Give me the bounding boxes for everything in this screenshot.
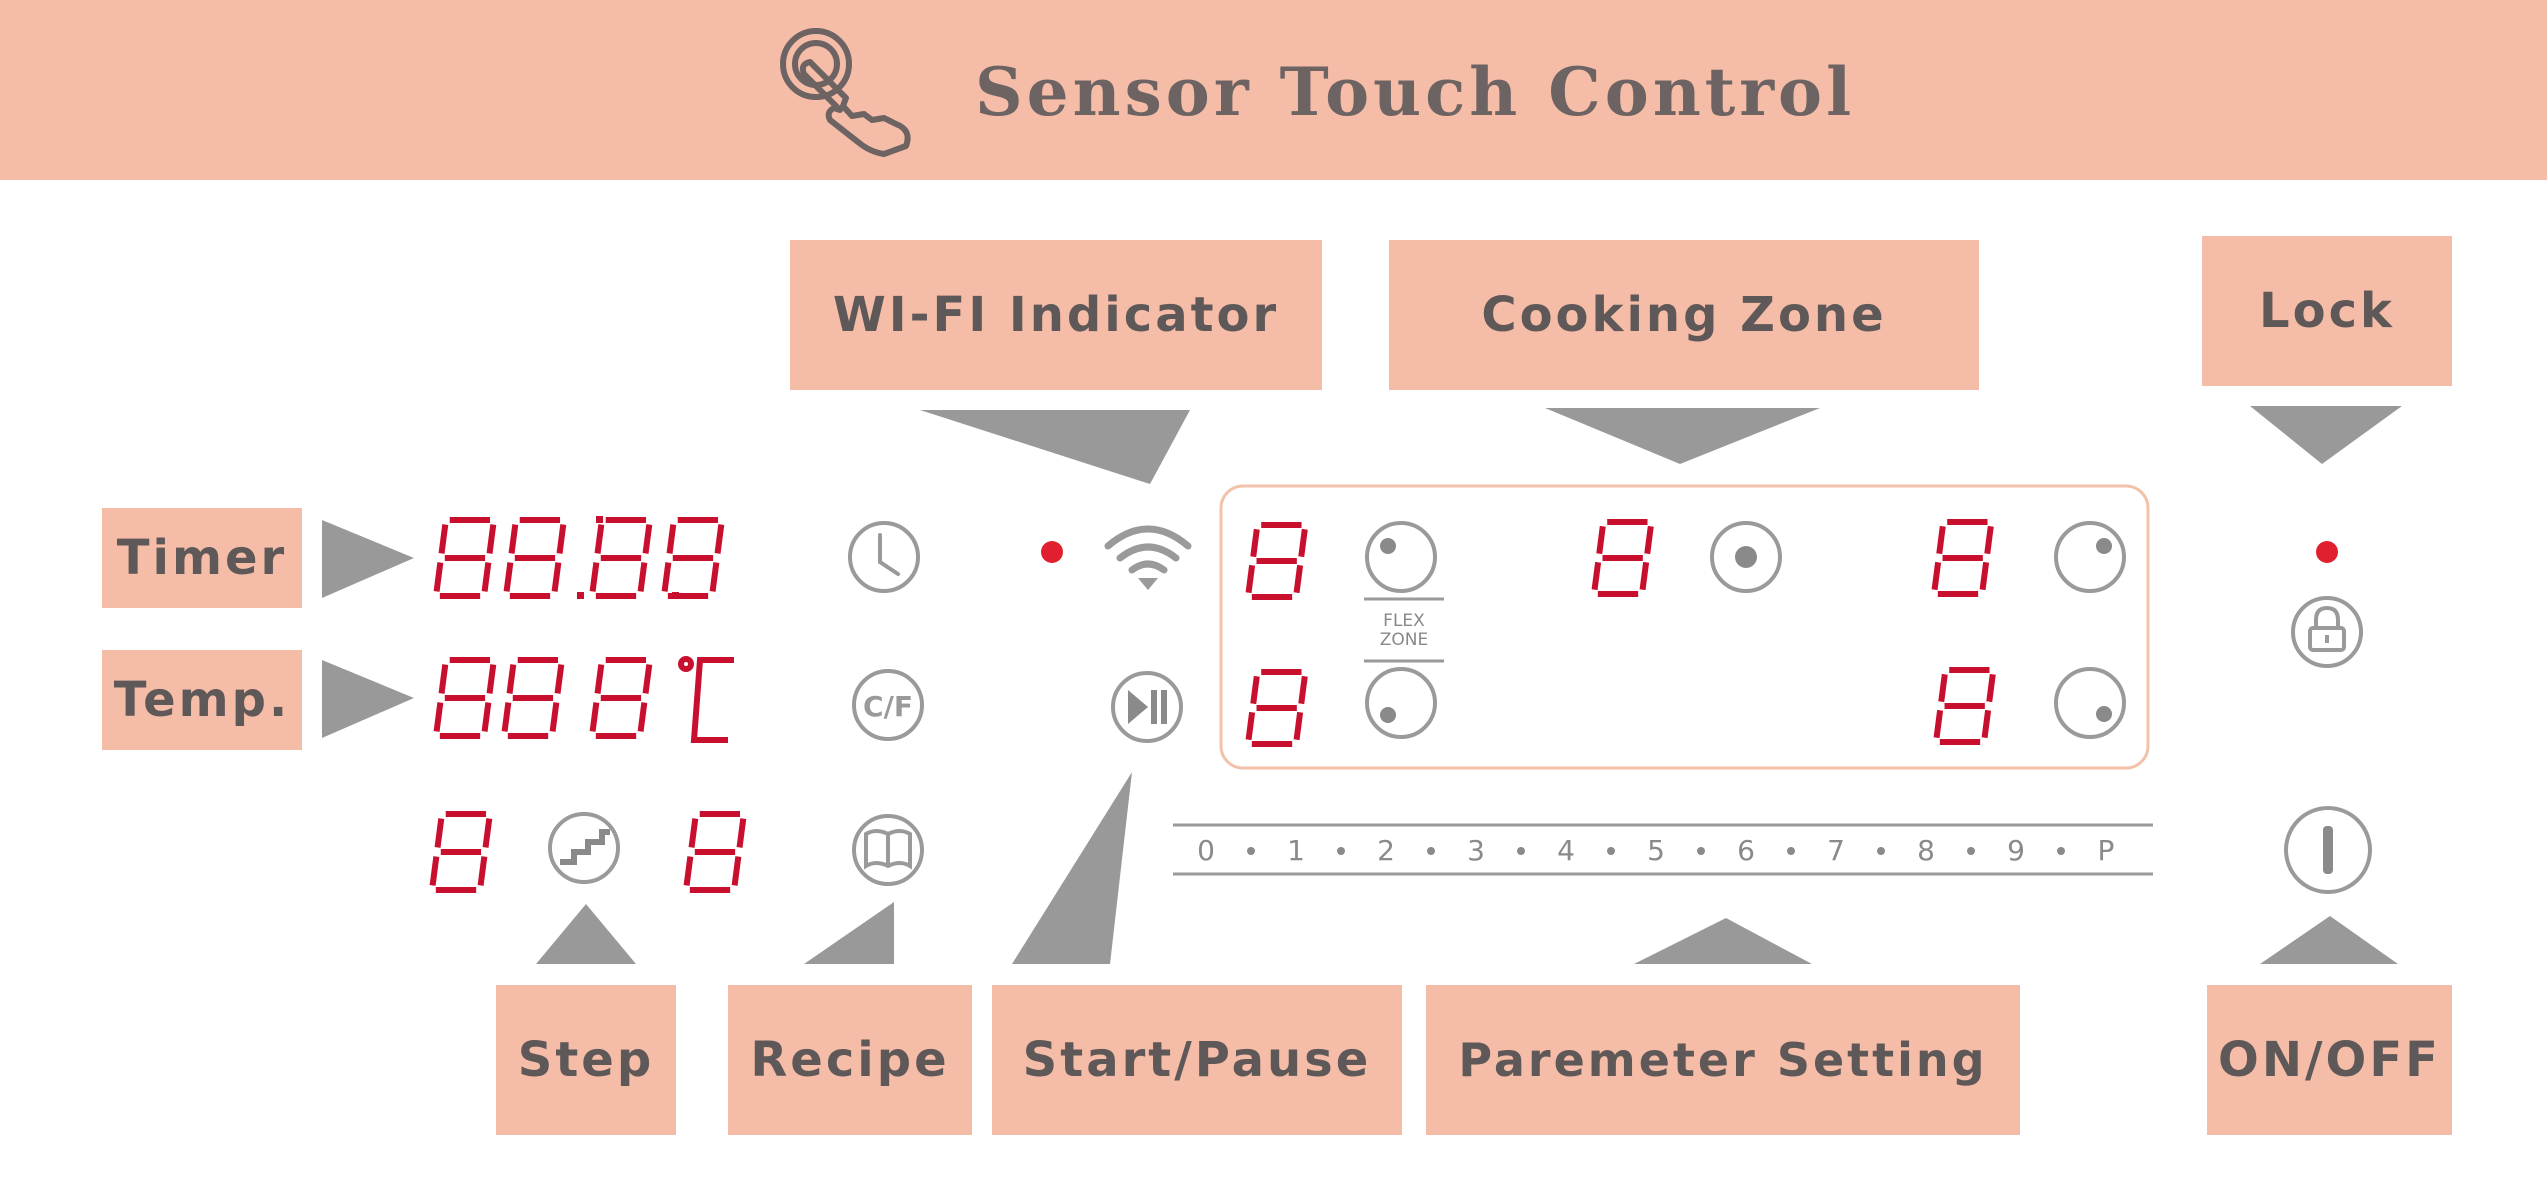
timer-clock-icon[interactable]	[848, 521, 920, 593]
pointer-arrows	[322, 406, 2402, 964]
temp-digit-2	[589, 657, 653, 739]
lock-label: Lock	[2202, 236, 2452, 386]
timer-digit-0	[433, 517, 497, 599]
zone-digit-rear-right-0	[1933, 667, 1996, 745]
recipe-book-icon[interactable]	[852, 814, 924, 886]
wifi-icon	[1104, 525, 1192, 590]
play-pause-icon[interactable]	[1111, 671, 1183, 743]
cf-text: C/F	[863, 690, 913, 723]
scale-dot	[2057, 847, 2065, 855]
scale-label-4: 4	[1557, 834, 1575, 867]
step-digit-right-0	[683, 811, 747, 893]
scale-dot	[1517, 847, 1525, 855]
zone-knob-center[interactable]	[1710, 521, 1782, 593]
scale-dot	[1787, 847, 1795, 855]
scale-label-1: 1	[1287, 834, 1305, 867]
parameter-setting-label: Paremeter Setting	[1426, 985, 2020, 1135]
zone-digit-front-left-0	[1245, 522, 1308, 600]
header-banner	[0, 0, 2547, 180]
zone-digit-front-right-0	[1931, 519, 1994, 597]
recipe-label: Recipe	[728, 985, 972, 1135]
temp-pointer	[322, 660, 414, 738]
scale-dot	[1247, 847, 1255, 855]
timer-separator	[577, 516, 679, 599]
zone-knob-rear-right[interactable]	[2054, 667, 2126, 739]
lock-pointer	[2250, 406, 2402, 464]
touch-hand-icon	[780, 28, 911, 157]
power-button-icon[interactable]	[2284, 806, 2372, 894]
zone-knob-front-left[interactable]	[1365, 521, 1437, 593]
scale-label-7: 7	[1827, 834, 1845, 867]
step-digit-left-0	[429, 811, 493, 893]
scale-dot	[1877, 847, 1885, 855]
temp-digit-0	[433, 657, 497, 739]
zone-digit-rear-left-0	[1245, 669, 1308, 747]
flex-text: FLEX	[1383, 611, 1425, 631]
scale-dot	[1427, 847, 1435, 855]
parameter-pointer	[1634, 918, 1812, 964]
scale-dot	[1697, 847, 1705, 855]
scale-label-9: 9	[2007, 834, 2025, 867]
seven-segment-digits	[429, 517, 1996, 893]
scale-label-6: 6	[1737, 834, 1755, 867]
parameter-slider[interactable]: 0 1 2 3 4 5 6 7 8 9 P	[1173, 823, 2153, 876]
zone-knob-front-right[interactable]	[2054, 521, 2126, 593]
scale-label-P: P	[2098, 834, 2115, 867]
timer-label: Timer	[102, 508, 302, 608]
scale-label-5: 5	[1647, 834, 1665, 867]
start-pause-label: Start/Pause	[992, 985, 1402, 1135]
recipe-pointer	[804, 902, 894, 964]
cooking-zone-panel	[1219, 484, 2150, 770]
temp-digit-1	[501, 657, 565, 739]
step-label: Step	[496, 985, 676, 1135]
scale-dot	[1967, 847, 1975, 855]
zone-knob-rear-left[interactable]	[1365, 667, 1437, 739]
timer-digit-3	[661, 517, 725, 599]
wifi-pointer	[920, 410, 1190, 484]
scale-dot	[1337, 847, 1345, 855]
cf-toggle-icon[interactable]: C/F	[852, 669, 924, 741]
flex-zone-marker: FLEX ZONE	[1364, 597, 1444, 663]
temp-label: Temp.	[102, 650, 302, 750]
wifi-indicator-label: WI-FI Indicator	[790, 240, 1322, 390]
scale-label-0: 0	[1197, 834, 1215, 867]
lock-indicator-led	[2316, 541, 2338, 563]
timer-pointer	[322, 520, 414, 598]
scale-dot	[1607, 847, 1615, 855]
timer-digit-1	[503, 517, 567, 599]
step-pointer	[536, 904, 636, 964]
lock-icon[interactable]	[2291, 596, 2363, 668]
slider-scale: 0 1 2 3 4 5 6 7 8 9 P	[1197, 834, 2114, 867]
cooking-zone-pointer	[1545, 408, 1820, 464]
zone-digit-center-0	[1591, 519, 1654, 597]
celsius-symbol	[678, 656, 734, 743]
page-title: Sensor Touch Control	[975, 53, 1856, 131]
zone-text: ZONE	[1380, 630, 1429, 650]
timer-digit-2	[589, 517, 653, 599]
cooking-zone-label: Cooking Zone	[1389, 240, 1979, 390]
scale-label-2: 2	[1377, 834, 1395, 867]
on-off-pointer	[2260, 916, 2398, 964]
scale-label-3: 3	[1467, 834, 1485, 867]
on-off-label: ON/OFF	[2207, 985, 2452, 1135]
wifi-indicator-led	[1041, 541, 1063, 563]
start-pause-pointer	[1012, 772, 1132, 964]
scale-label-8: 8	[1917, 834, 1935, 867]
step-icon[interactable]	[548, 812, 620, 884]
